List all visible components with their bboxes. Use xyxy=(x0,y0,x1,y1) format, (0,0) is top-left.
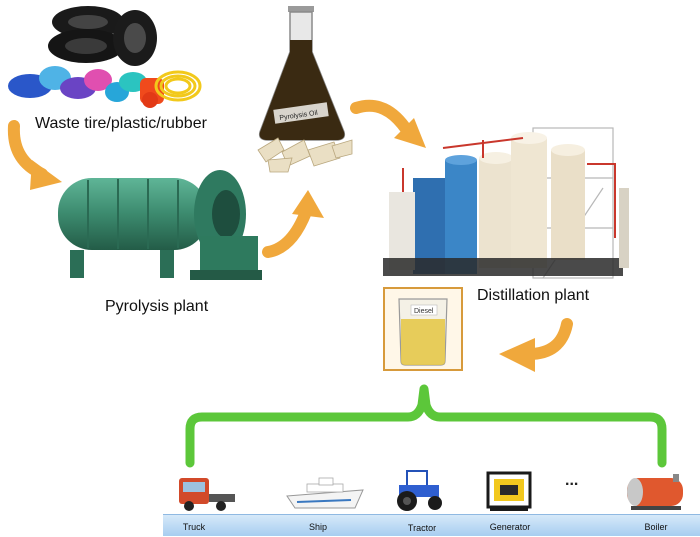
applications-bar xyxy=(163,514,700,536)
vehicle-label-tractor: Tractor xyxy=(407,523,437,533)
waste-label: Waste tire/plastic/rubber xyxy=(35,115,207,132)
pyrolysis-reactor-image xyxy=(58,170,262,280)
diesel-beaker-image: Diesel xyxy=(398,298,448,366)
vehicle-label-truck: Truck xyxy=(182,522,206,532)
distillation-plant-image xyxy=(383,127,629,279)
generator-icon xyxy=(486,471,532,511)
vehicle-label-ship: Ship xyxy=(308,522,328,532)
pyrolysis-plant-label: Pyrolysis plant xyxy=(105,298,209,315)
tire-stack-icon xyxy=(48,6,157,66)
boiler-icon xyxy=(627,474,683,510)
wood-chips-icon xyxy=(257,137,353,173)
diesel-tag: Diesel xyxy=(414,308,434,315)
pyrolysis-oil-flask-image: Pyrolysis Oil xyxy=(257,6,353,173)
vehicle-label-boiler: Boiler xyxy=(644,522,668,532)
flow-arrow-1 xyxy=(7,120,62,190)
vehicle-label-generator: Generator xyxy=(489,522,531,532)
ship-icon xyxy=(286,477,364,509)
distillation-plant-label: Distillation plant xyxy=(477,287,590,304)
tractor-icon xyxy=(397,470,442,511)
flow-arrow-4 xyxy=(499,318,573,372)
plastic-items-icon xyxy=(8,66,164,108)
more-items-ellipsis: ... xyxy=(565,472,579,489)
flow-arrow-2 xyxy=(262,190,324,258)
distribution-bracket xyxy=(185,384,667,468)
flow-arrow-3 xyxy=(350,99,426,148)
truck-icon xyxy=(179,478,235,511)
waste-materials-image xyxy=(8,6,202,108)
rubber-hose-icon xyxy=(154,70,202,102)
